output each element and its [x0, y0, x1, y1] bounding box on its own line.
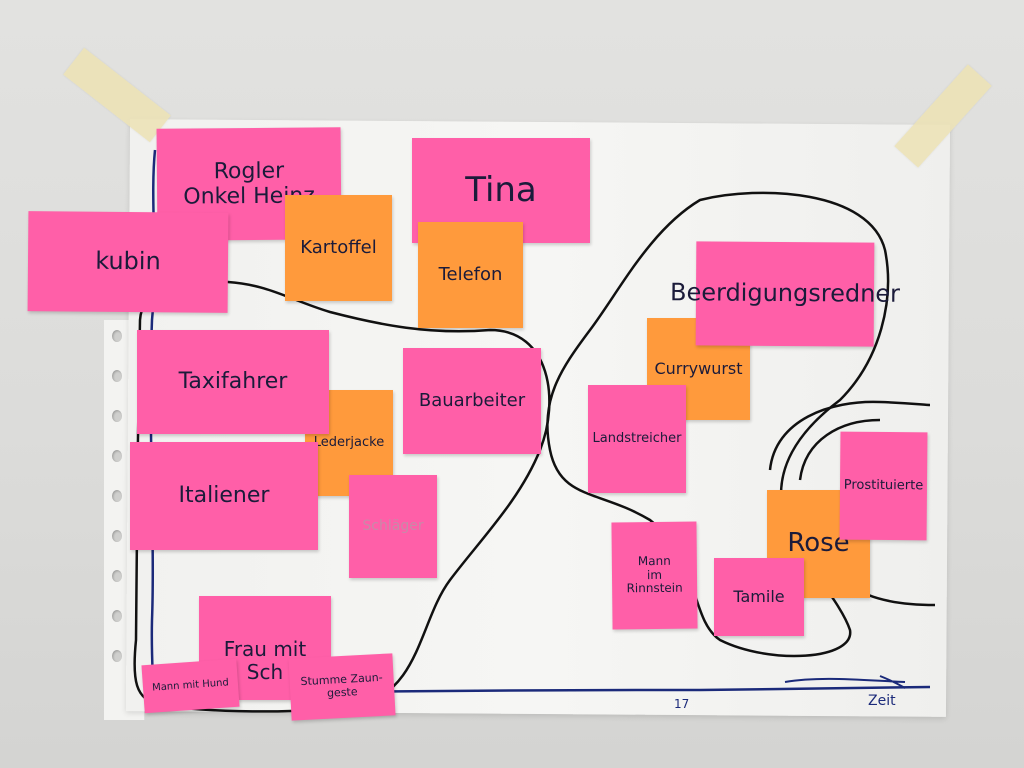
punch-hole: [112, 490, 122, 502]
sticky-note-italiener: Italiener: [130, 442, 318, 550]
sticky-note-mann-im-rinnstein: Mann im Rinnstein: [611, 521, 698, 630]
note-text: kubin: [95, 246, 161, 276]
sticky-note-landstreicher: Landstreicher: [588, 385, 686, 493]
blue-x-arrow: [784, 675, 906, 689]
note-text: Italiener: [178, 483, 270, 509]
right-group-outline: [546, 191, 890, 658]
punch-hole: [112, 450, 122, 462]
note-text: Schläger: [362, 518, 424, 535]
sticky-note-beerdigungsredner: Beerdigungsredner: [670, 241, 900, 347]
note-text: Stumme Zaun- geste: [300, 671, 383, 700]
punch-hole: [112, 650, 122, 662]
sticky-note-schlaeger: Schläger: [349, 475, 437, 578]
note-text: Tina: [465, 169, 537, 210]
punch-hole: [112, 410, 122, 422]
note-text: Taxifahrer: [178, 369, 288, 395]
note-text: Tamile: [733, 586, 785, 606]
sticky-note-stumme-zaungeste: Stumme Zaun- geste: [288, 653, 396, 721]
right-inner-curve: [768, 400, 931, 471]
punch-hole: [112, 570, 122, 582]
note-text: Kartoffel: [300, 236, 377, 258]
x-axis-tick-label: 17: [674, 697, 690, 711]
punch-hole: [112, 330, 122, 342]
note-text: Landstreicher: [592, 430, 682, 446]
sticky-note-mann-mit-hund: Mann mit Hund: [141, 658, 240, 714]
note-text: Telefon: [438, 263, 503, 285]
note-text: Mann im Rinnstein: [626, 553, 683, 596]
sticky-note-taxifahrer: Taxifahrer: [137, 330, 329, 434]
note-text: Rose: [787, 528, 850, 559]
sticky-note-telefon: Telefon: [418, 222, 523, 328]
note-text: Prostituierte: [843, 477, 924, 493]
punch-hole: [112, 370, 122, 382]
sticky-note-tamile: Tamile: [714, 558, 804, 636]
sticky-note-kartoffel: Kartoffel: [285, 195, 392, 301]
note-text: Bauarbeiter: [418, 389, 526, 411]
right-inner-curve: [798, 418, 881, 481]
note-text: Lederjacke: [313, 434, 385, 450]
note-text: Currywurst: [654, 358, 743, 378]
note-text: Beerdigungsredner: [669, 278, 901, 309]
punch-hole: [112, 530, 122, 542]
sticky-note-bauarbeiter: Bauarbeiter: [403, 348, 541, 454]
sticky-note-kubin: kubin: [27, 211, 229, 313]
sticky-note-prostituierte: Prostituierte: [839, 431, 928, 541]
x-axis-label: Zeit: [868, 693, 896, 709]
note-text: Frau mit Sch: [223, 637, 307, 684]
note-text: Mann mit Hund: [151, 677, 230, 694]
punch-hole: [112, 610, 122, 622]
